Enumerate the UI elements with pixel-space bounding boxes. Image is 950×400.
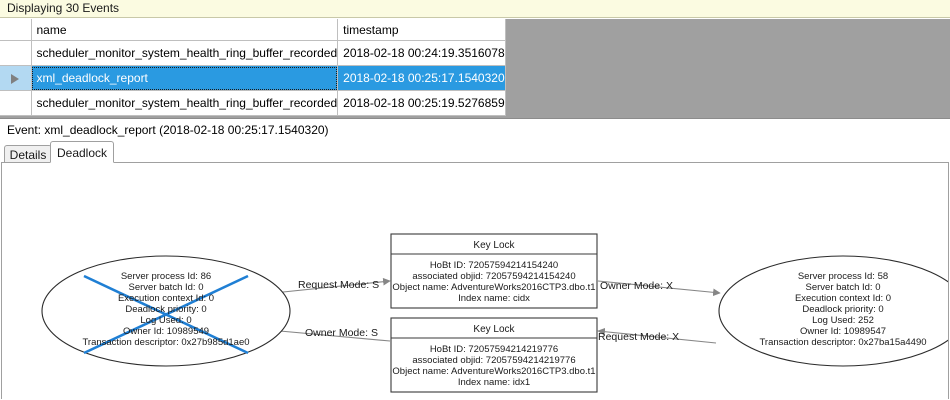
displaying-events-banner: Displaying 30 Events [0, 0, 950, 18]
events-grid-header-row: name timestamp [0, 19, 506, 41]
process-right-line-6: Owner Id: 10989547 [800, 326, 886, 337]
process-left-line-4: Deadlock priority: 0 [125, 304, 206, 315]
edge-label-request-mode-s: Request Mode: S [298, 279, 379, 291]
process-right-line-3: Execution context Id: 0 [795, 293, 891, 304]
process-right-line-4: Deadlock priority: 0 [802, 304, 883, 315]
cell-timestamp[interactable]: 2018-02-18 00:25:19.5276859 [337, 90, 506, 116]
resource-bottom-title: Key Lock [473, 324, 515, 335]
detail-tabstrip: Details Deadlock [0, 141, 950, 163]
resource-node-top[interactable]: Key Lock HoBt ID: 72057594214154240 asso… [390, 233, 598, 309]
process-left-line-3: Execution context Id: 0 [118, 293, 214, 304]
events-grid[interactable]: name timestamp scheduler_monitor_system_… [0, 19, 506, 116]
process-right-line-5: Log Used: 252 [812, 315, 874, 326]
process-left-line-1: Server process Id: 86 [121, 271, 211, 282]
cell-timestamp[interactable]: 2018-02-18 00:24:19.3516078 [337, 40, 506, 66]
process-left-line-5: Log Used: 0 [140, 315, 191, 326]
process-left-line-2: Server batch Id: 0 [129, 282, 204, 293]
resource-node-bottom[interactable]: Key Lock HoBt ID: 72057594214219776 asso… [390, 317, 598, 393]
process-left-line-7: Transaction descriptor: 0x27b985d1ae0 [82, 337, 249, 348]
edge-owner-mode-x [597, 280, 721, 297]
deadlock-graph-canvas[interactable]: Request Mode: S Owner Mode: X Owner Mode… [1, 162, 949, 399]
table-row[interactable]: xml_deadlock_report 2018-02-18 00:25:17.… [0, 65, 506, 91]
resource-bottom-line-1: HoBt ID: 72057594214219776 [430, 344, 558, 355]
edge-request-mode-x [597, 327, 717, 344]
cell-name[interactable]: scheduler_monitor_system_health_ring_buf… [31, 40, 339, 66]
table-row[interactable]: scheduler_monitor_system_health_ring_buf… [0, 40, 506, 66]
table-row[interactable]: scheduler_monitor_system_health_ring_buf… [0, 90, 506, 116]
resource-top-line-1: HoBt ID: 72057594214154240 [430, 260, 558, 271]
process-node-left[interactable]: Server process Id: 86 Server batch Id: 0… [41, 255, 291, 367]
process-right-line-7: Transaction descriptor: 0x27ba15a4490 [759, 337, 926, 348]
row-selector-cell[interactable] [0, 65, 32, 91]
row-selector-cell[interactable] [0, 40, 32, 66]
row-selector-cell[interactable] [0, 90, 32, 116]
process-right-line-2: Server batch Id: 0 [806, 282, 881, 293]
resource-top-line-4: Index name: cidx [458, 293, 530, 304]
column-header-name[interactable]: name [31, 19, 339, 41]
column-header-timestamp[interactable]: timestamp [337, 19, 506, 41]
events-grid-container[interactable]: name timestamp scheduler_monitor_system_… [0, 19, 950, 119]
resource-top-title: Key Lock [473, 240, 515, 251]
edge-label-owner-mode-s: Owner Mode: S [305, 327, 378, 339]
resource-bottom-line-4: Index name: idx1 [458, 377, 530, 388]
cell-timestamp[interactable]: 2018-02-18 00:25:17.1540320 [337, 65, 506, 91]
resource-top-line-3: Object name: AdventureWorks2016CTP3.dbo.… [392, 282, 595, 293]
cell-name[interactable]: xml_deadlock_report [31, 65, 339, 91]
edge-label-request-mode-x: Request Mode: X [598, 331, 679, 343]
resource-bottom-line-2: associated objid: 72057594214219776 [412, 355, 575, 366]
victim-cross-icon [83, 274, 249, 355]
tab-deadlock[interactable]: Deadlock [50, 141, 114, 163]
resource-bottom-line-3: Object name: AdventureWorks2016CTP3.dbo.… [392, 366, 595, 377]
event-detail-header: Event: xml_deadlock_report (2018-02-18 0… [0, 121, 950, 141]
resource-top-line-2: associated objid: 72057594214154240 [412, 271, 575, 282]
column-header-selector[interactable] [0, 19, 32, 41]
cell-name[interactable]: scheduler_monitor_system_health_ring_buf… [31, 90, 339, 116]
tab-details[interactable]: Details [4, 145, 52, 163]
process-node-right[interactable]: Server process Id: 58 Server batch Id: 0… [718, 255, 948, 367]
process-left-line-6: Owner Id: 10989549 [123, 326, 209, 337]
process-right-line-1: Server process Id: 58 [798, 271, 888, 282]
row-selector-arrow-icon [11, 73, 20, 84]
edge-label-owner-mode-x: Owner Mode: X [600, 280, 673, 292]
